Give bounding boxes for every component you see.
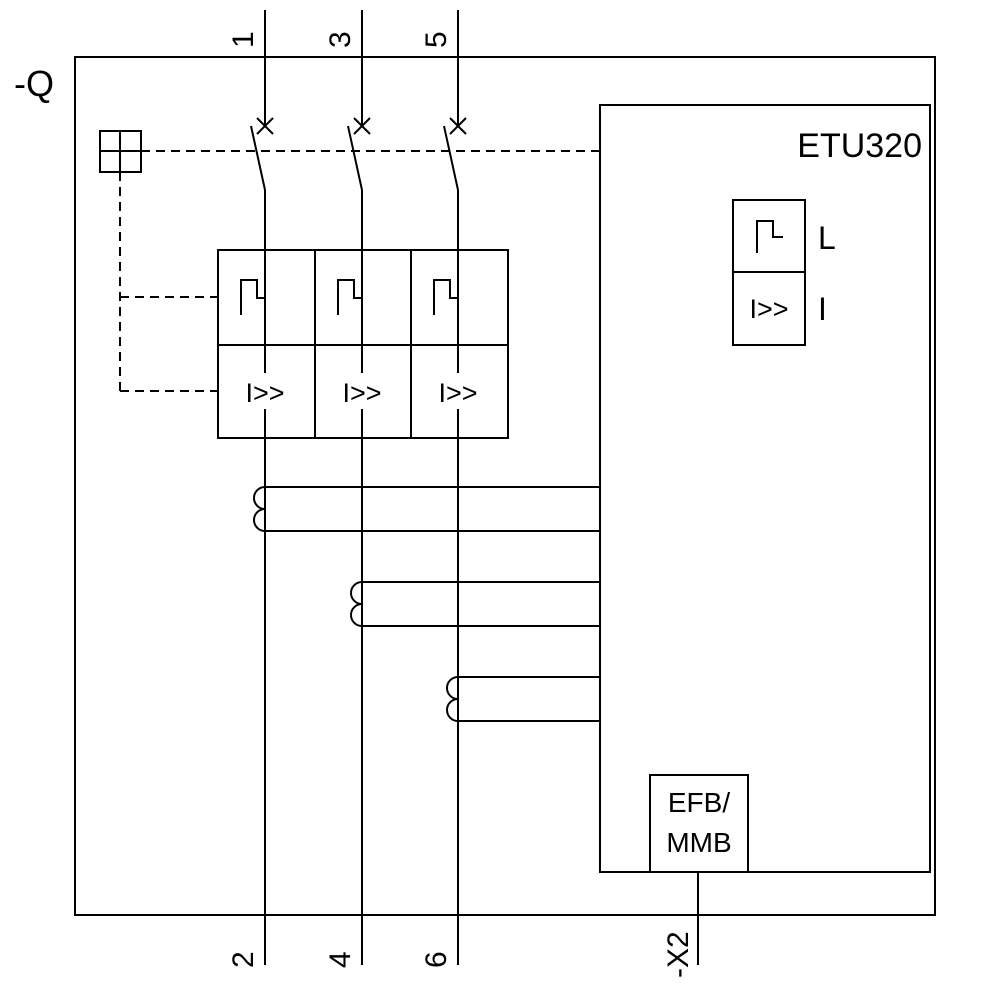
connector-label: -X2 xyxy=(662,931,695,978)
breaker-blade xyxy=(347,125,363,191)
operator-symbol xyxy=(99,130,142,173)
instantaneous-symbol-pole-2: I>> xyxy=(342,378,381,408)
long-time-curve-icon xyxy=(756,220,783,253)
terminal-labels-top: 1 3 5 xyxy=(227,31,453,48)
breaker-blade xyxy=(250,125,266,191)
terminal-label-4: 4 xyxy=(324,951,357,968)
pole-line-2 xyxy=(347,10,371,965)
pole-protection-grid: I>> I>> I>> xyxy=(217,249,509,439)
terminal-label-3: 3 xyxy=(324,31,357,48)
aux-module-line1: EFB/ xyxy=(668,787,730,818)
current-transformer-1 xyxy=(253,486,600,532)
terminal-labels-bottom: 2 4 6 xyxy=(227,951,453,968)
pole-line-1 xyxy=(250,10,274,965)
instantaneous-label: I xyxy=(818,291,827,327)
pole-line-3 xyxy=(443,10,467,965)
terminal-label-5: 5 xyxy=(420,31,453,48)
terminal-label-1: 1 xyxy=(227,31,260,48)
device-frame xyxy=(74,56,936,916)
device-label: -Q xyxy=(14,63,54,104)
current-transformer-3 xyxy=(446,676,600,722)
etu-protection-functions: I>> L I xyxy=(732,199,836,346)
current-transformer-2 xyxy=(350,581,600,627)
aux-module-box: EFB/ MMB xyxy=(649,774,749,873)
long-time-curve-icon xyxy=(240,279,265,315)
long-time-curve-icon xyxy=(433,279,458,315)
instantaneous-symbol-pole-1: I>> xyxy=(245,378,284,408)
terminal-label-6: 6 xyxy=(420,951,453,968)
etu-box: ETU320 I>> L I EFB/ MMB xyxy=(599,104,931,873)
instantaneous-symbol-pole-3: I>> xyxy=(438,378,477,408)
etu-label: ETU320 xyxy=(797,127,922,165)
mechanical-linkage xyxy=(119,150,600,392)
connector-x2: -X2 xyxy=(662,872,699,978)
long-time-curve-icon xyxy=(337,279,362,315)
breaker-blade xyxy=(443,125,459,191)
terminal-label-2: 2 xyxy=(227,951,260,968)
aux-module-line2: MMB xyxy=(666,827,731,858)
long-time-label: L xyxy=(818,220,836,256)
etu-instantaneous-symbol: I>> xyxy=(749,294,788,324)
